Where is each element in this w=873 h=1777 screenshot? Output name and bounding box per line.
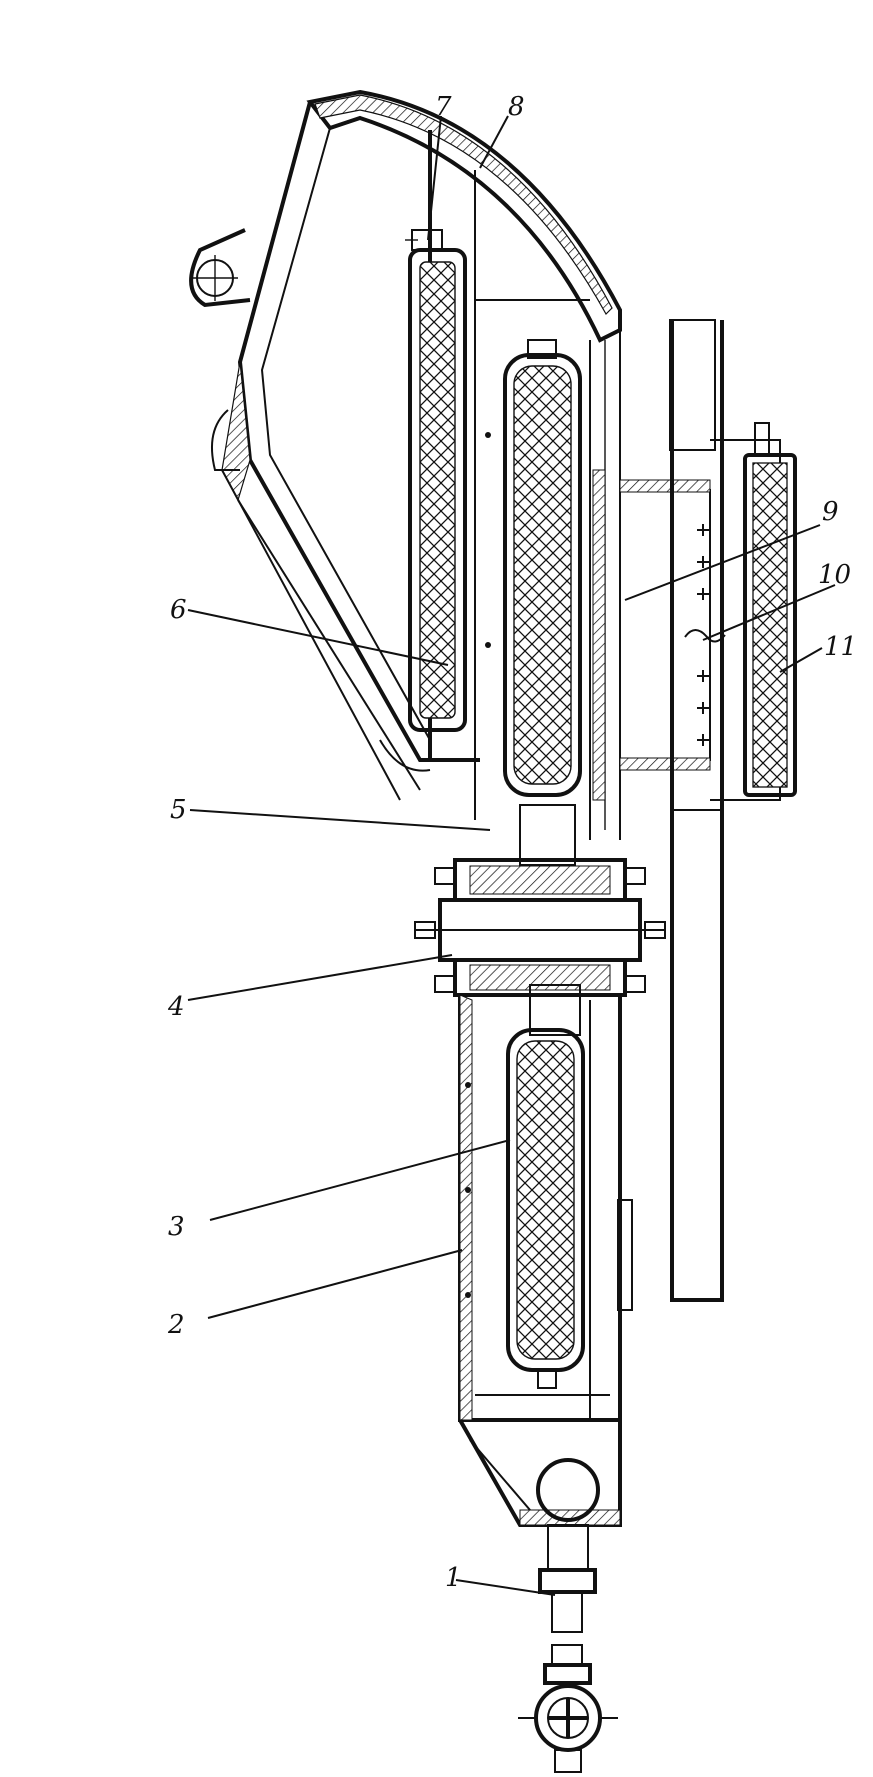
callout-5: 5 (170, 795, 187, 825)
upper-housing (189, 89, 622, 801)
callout-labels: 1 2 3 4 5 6 7 8 9 10 11 (167, 92, 857, 1593)
callout-7: 7 (435, 92, 452, 122)
callout-8: 8 (508, 92, 525, 122)
right-bracket (619, 319, 797, 1302)
callout-9: 9 (822, 497, 839, 527)
callout-10: 10 (818, 560, 851, 590)
callout-6: 6 (170, 595, 187, 625)
valve-assembly (518, 1458, 618, 1773)
callout-2: 2 (167, 1310, 185, 1340)
callout-4: 4 (167, 992, 185, 1022)
inner-frame (405, 130, 590, 820)
callout-3: 3 (168, 1212, 185, 1242)
hinge-axle (414, 858, 666, 1036)
callout-1: 1 (445, 1563, 462, 1593)
leader-lines (187, 115, 836, 1596)
callout-11: 11 (824, 632, 857, 662)
main-coil-upper (503, 330, 621, 866)
lower-housing (458, 994, 633, 1527)
